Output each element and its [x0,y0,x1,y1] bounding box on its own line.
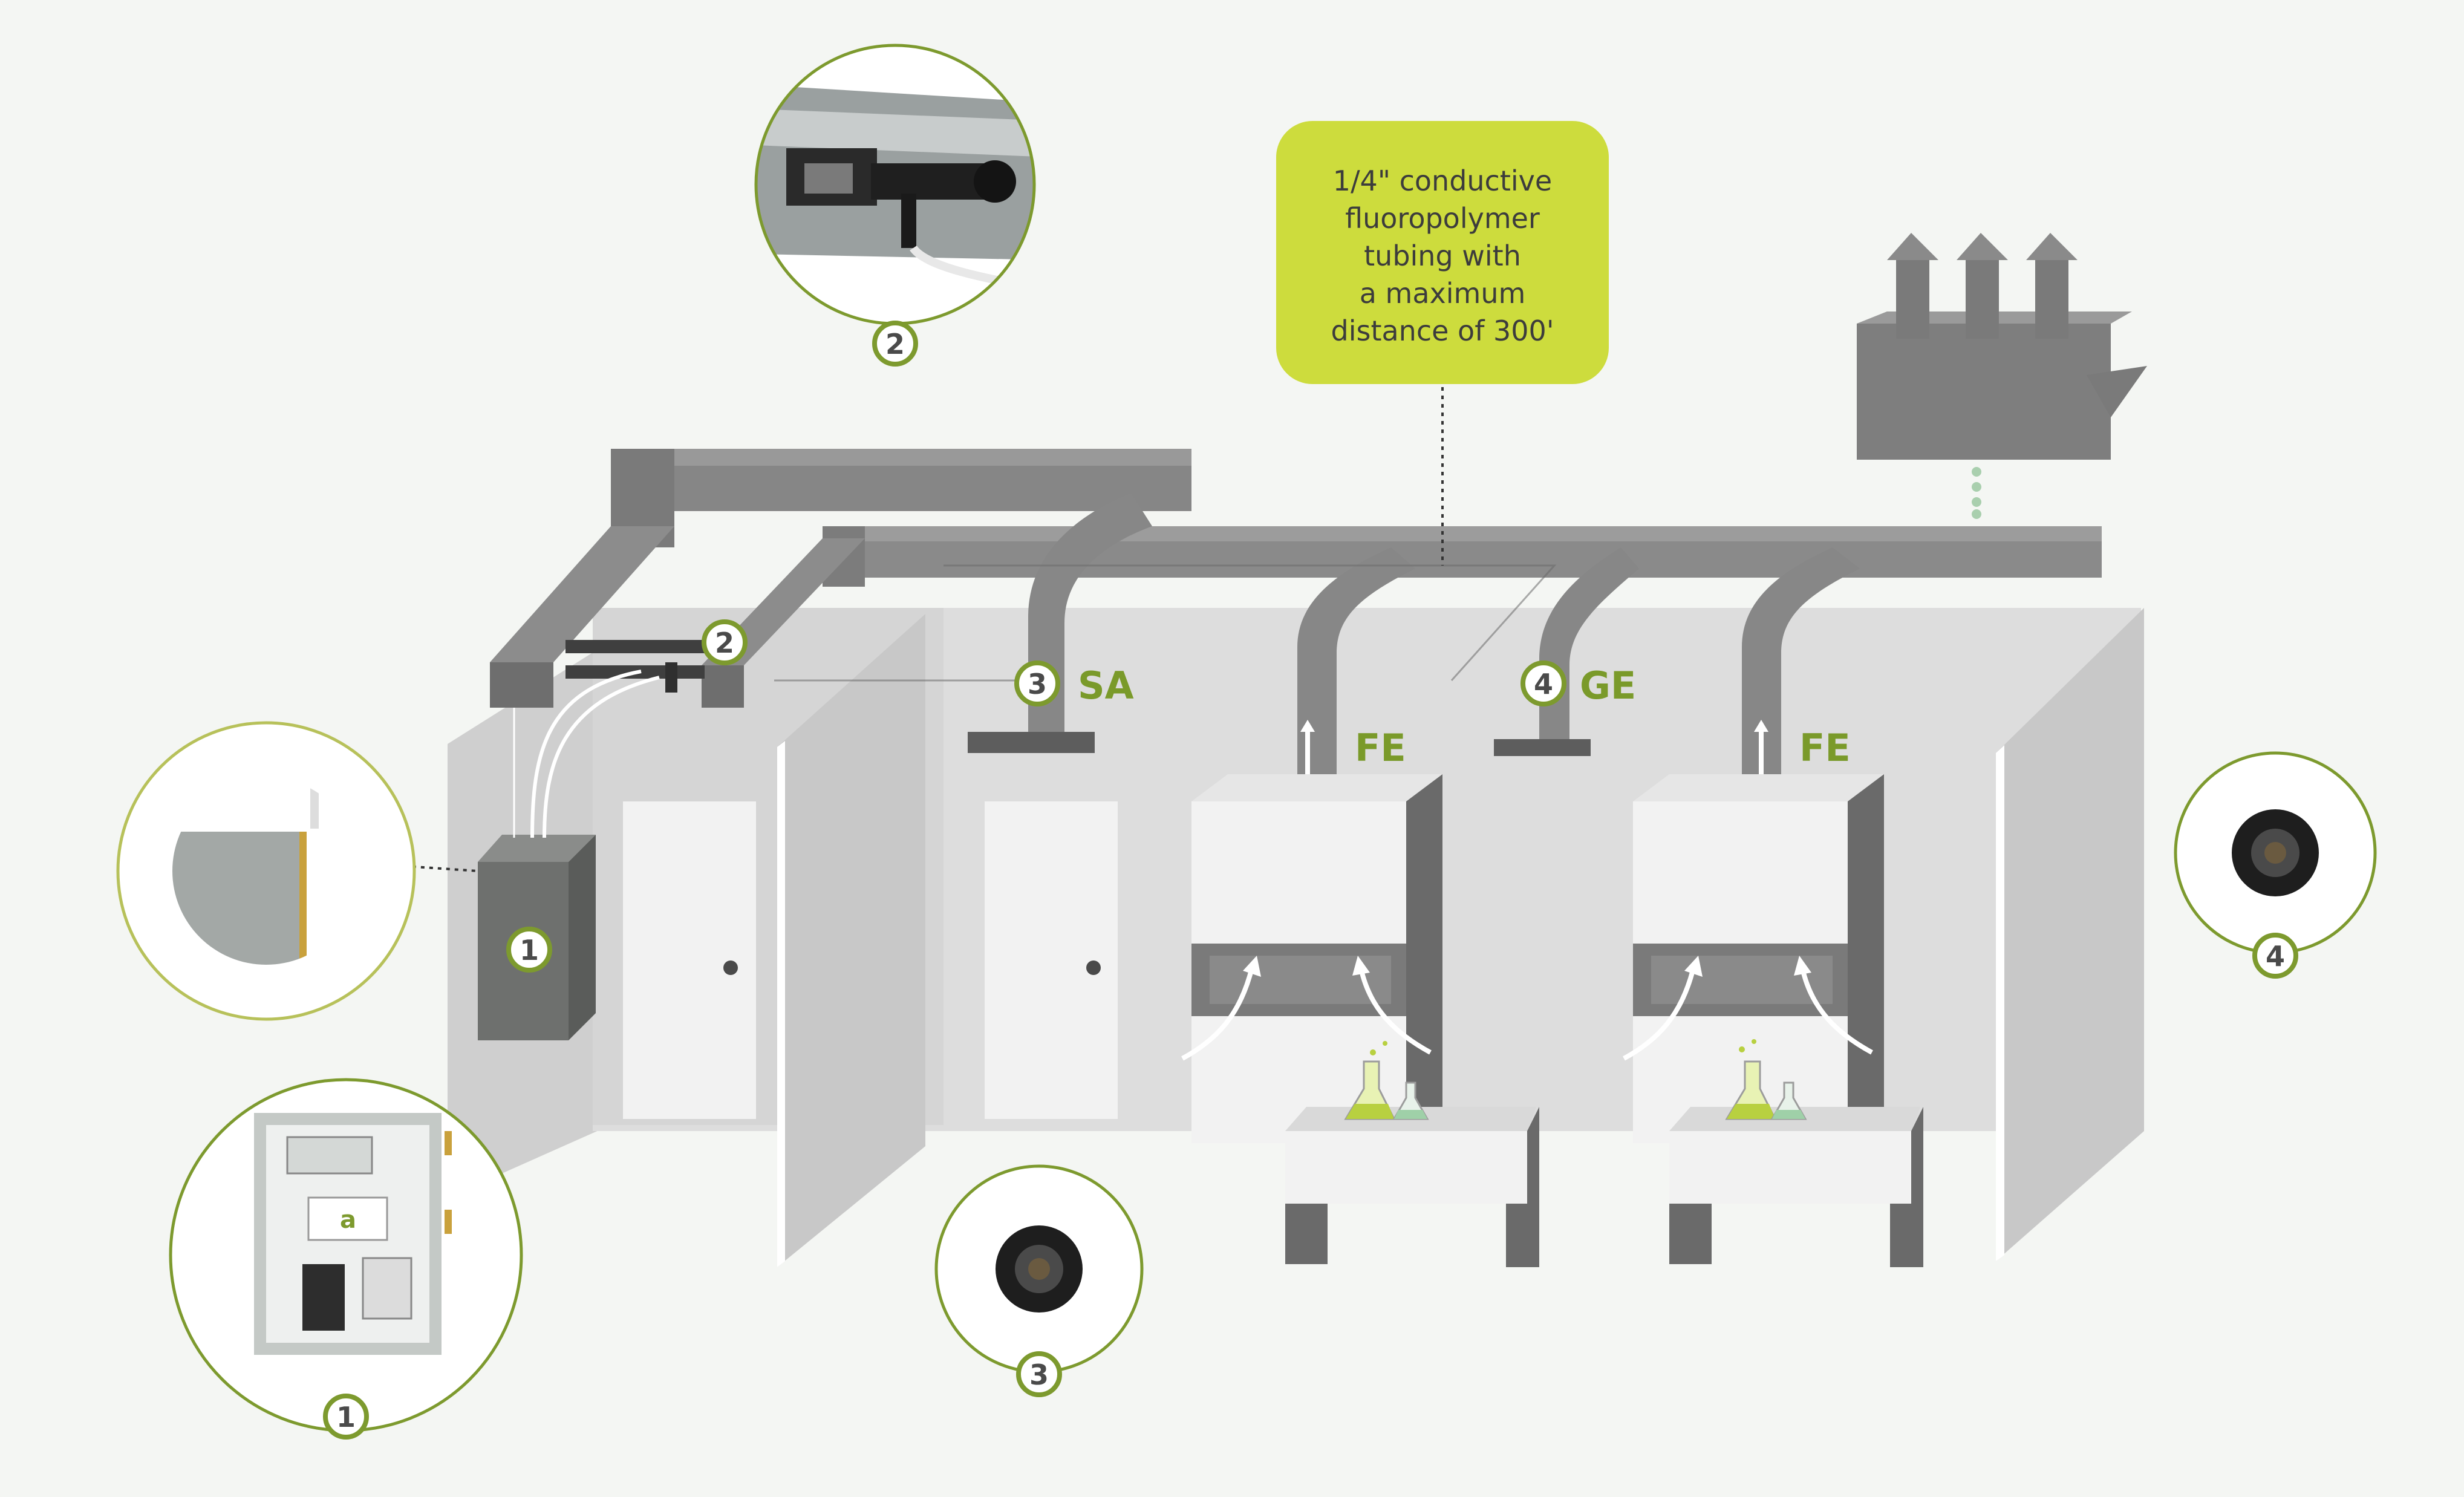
fume-exhaust-duct-left [1297,547,1415,774]
supply-air-label: SA [1078,664,1134,708]
sensor-port-icon [934,1164,1144,1374]
supply-air-diffuser [968,732,1095,753]
fume-hood-right [1623,720,1923,1267]
fume-exhaust-duct-right [1742,547,1860,774]
svg-text:2: 2 [885,328,905,360]
svg-text:4: 4 [1534,668,1553,700]
door-1 [623,801,756,1119]
general-exhaust-duct [1539,547,1639,747]
right-wall [1996,608,2144,1261]
svg-text:4: 4 [2266,940,2285,973]
tubing-callout: 1/4" conductive fluoropolymer tubing wit… [1276,121,1609,566]
leader-line [386,864,478,872]
fume-exhaust-label-right: FE [1799,726,1851,770]
svg-text:3: 3 [1028,668,1047,700]
badge-3-sa: 3 [1014,660,1060,706]
general-exhaust-grille [1494,739,1591,756]
callout-box [1276,121,1609,384]
badge-4-photo: 4 [2252,933,2298,979]
exhaust-fan-icon [1857,233,2147,519]
svg-text:a: a [340,1206,356,1234]
badge-1-panel: 1 [506,927,552,973]
svg-text:2: 2 [715,627,734,659]
fume-exhaust-label-left: FE [1355,726,1406,770]
callout-line-3: tubing with [1364,240,1521,272]
airflow-arrow-icon [1800,967,1873,1055]
airflow-arrow-icon [1181,967,1254,1061]
fume-hood-left [1181,720,1539,1267]
flask-icon [1344,1041,1429,1120]
door-knob [723,960,738,975]
badge-2-duct: 2 [702,619,748,665]
photo-panel-detail [116,721,416,1021]
control-panel-icon [386,670,660,1040]
badge-3-photo: 3 [1016,1351,1062,1397]
airflow-arrow-icon [1623,967,1696,1061]
svg-text:1: 1 [336,1401,356,1433]
badge-1-photo: 1 [323,1394,369,1440]
callout-line-1: 1/4" conductive [1333,165,1552,197]
flask-icon [1725,1039,1807,1120]
general-exhaust-label: GE [1580,664,1636,708]
door-2 [985,801,1118,1119]
badge-2-top: 2 [872,321,918,367]
sensor-port-icon [2174,751,2377,954]
svg-text:1: 1 [520,934,539,967]
door-knob [1086,960,1101,975]
callout-line-5: distance of 300' [1331,315,1554,347]
partition-wall-1 [777,614,925,1267]
airflow-arrow-icon [1358,967,1432,1055]
photo-sampling-port [754,44,1036,325]
badge-4-ge: 4 [1520,660,1566,706]
photo-enclosure-interior: a [169,1078,523,1432]
callout-line-2: fluoropolymer [1345,202,1540,235]
callout-line-4: a maximum [1360,277,1526,310]
svg-text:3: 3 [1029,1358,1049,1391]
